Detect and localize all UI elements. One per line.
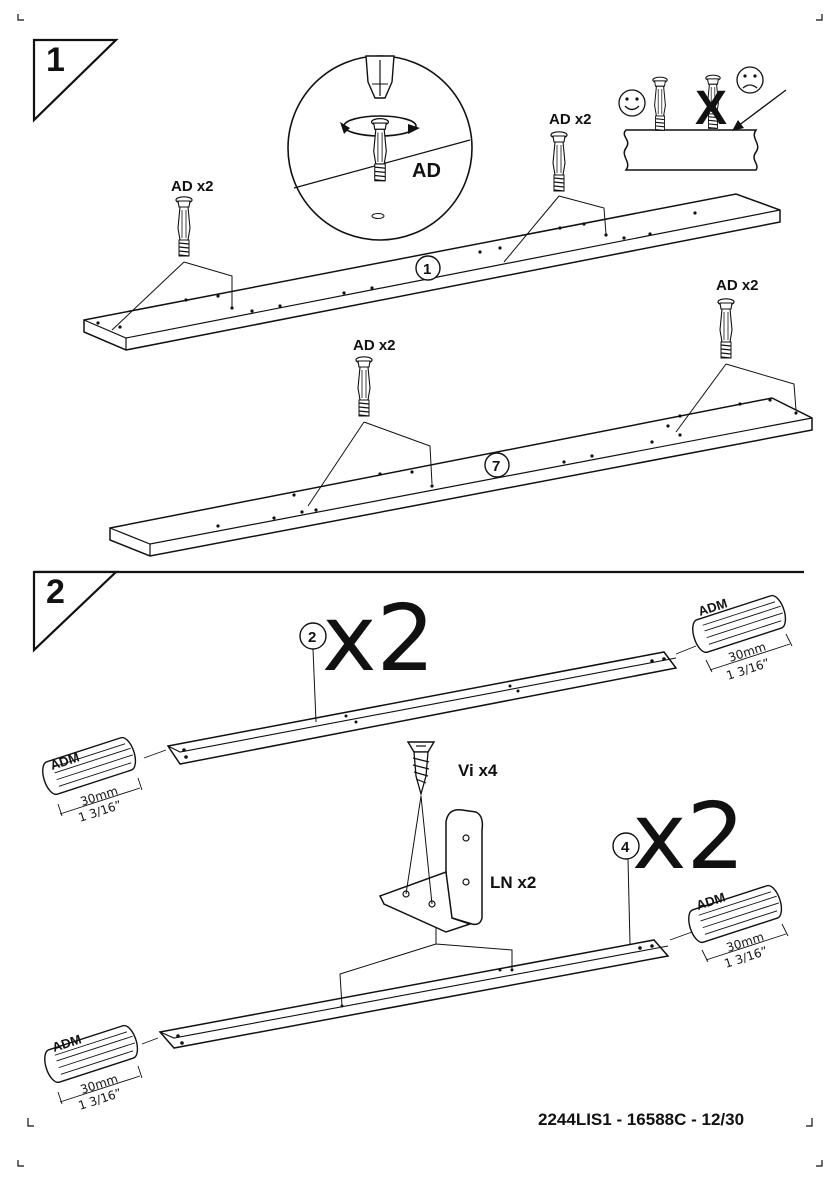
sad-face-icon xyxy=(737,67,763,93)
panel-2-id: 2 xyxy=(308,629,316,646)
page-code: 2244LIS1 - 16588C - 12/30 xyxy=(538,1110,744,1129)
bracket-label: LN x2 xyxy=(490,873,536,892)
panel-2-multiplier: x2 xyxy=(322,585,435,692)
screw-icon xyxy=(408,742,434,794)
ad-detail-callout: AD xyxy=(288,56,472,240)
panel-4-multiplier: x2 xyxy=(632,783,745,890)
correct-incorrect-detail: X xyxy=(619,67,786,170)
bracket-icon xyxy=(380,810,482,932)
panel-7: 7 xyxy=(110,398,812,556)
panel-7-id: 7 xyxy=(492,458,500,475)
hardware-qty-lower-left: AD x2 xyxy=(353,337,396,354)
step-1-badge: 1 xyxy=(34,40,116,120)
ad-fitting-correct xyxy=(653,77,667,130)
step-2-number: 2 xyxy=(46,573,65,611)
adm-dowel-left-lower: ADM 30mm 1 3/16” xyxy=(41,1023,158,1113)
ad-callout-label: AD xyxy=(412,160,441,182)
pointer-arrow-icon xyxy=(732,90,786,131)
panel-4-id: 4 xyxy=(621,839,630,856)
panel-1-id: 1 xyxy=(423,261,431,278)
panel-2: 2 x2 xyxy=(168,585,676,764)
screw-label: Vi x4 xyxy=(458,761,498,780)
adm-dowel-top-right: ADM 30mm 1 3/16” xyxy=(676,593,792,683)
step-1-number: 1 xyxy=(46,41,65,79)
adm-dowel-left-upper: ADM 30mm 1 3/16” xyxy=(39,735,166,825)
hardware-qty-right: AD x2 xyxy=(549,111,592,128)
happy-face-icon xyxy=(619,90,645,116)
wrong-mark: X xyxy=(695,82,727,135)
adm-dowel-right-lower: ADM 30mm 1 3/16” xyxy=(670,883,788,971)
hardware-qty-lower-right: AD x2 xyxy=(716,277,759,294)
hardware-qty-left: AD x2 xyxy=(171,178,214,195)
